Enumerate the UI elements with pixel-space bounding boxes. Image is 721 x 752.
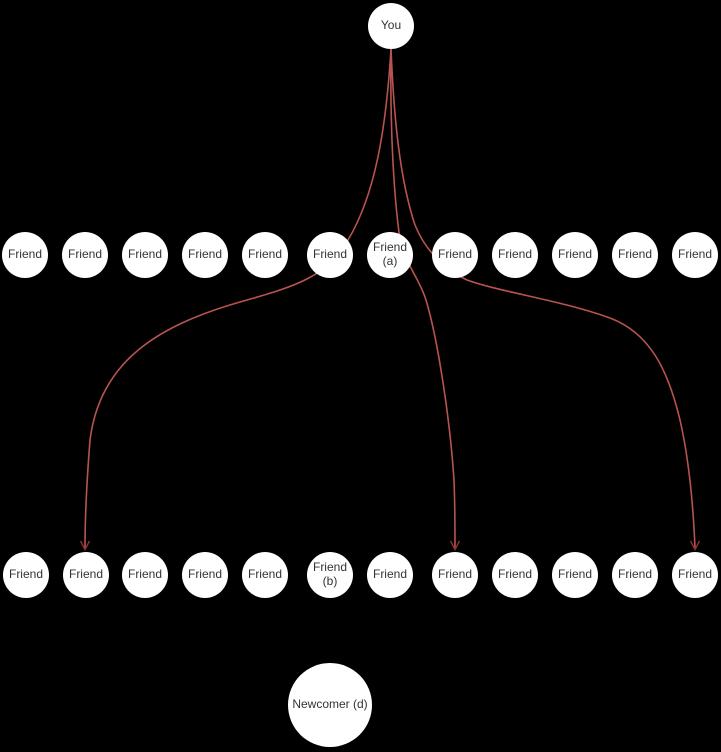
edge-you-to-bottom-friend-8 — [390, 48, 456, 549]
edge-you-to-bottom-friend-2-arrowhead — [79, 540, 91, 551]
node-friend: Friend — [492, 552, 538, 598]
edge-you-to-bottom-friend-2 — [84, 48, 392, 549]
node-friend: Friend — [242, 552, 288, 598]
node-friend-a: Friend (a) — [367, 232, 413, 278]
node-friend: Friend — [3, 552, 49, 598]
node-newcomer-d: Newcomer (d) — [288, 663, 372, 747]
node-friend: Friend — [612, 232, 658, 278]
node-friend: Friend — [62, 232, 108, 278]
node-friend: Friend — [432, 552, 478, 598]
edge-you-to-bottom-friend-12 — [390, 48, 696, 549]
node-friend: Friend — [432, 232, 478, 278]
node-friend: Friend — [63, 552, 109, 598]
edge-you-to-bottom-friend-12-arrowhead — [689, 540, 701, 551]
node-friend: Friend — [182, 232, 228, 278]
node-friend: Friend — [492, 232, 538, 278]
node-friend: Friend — [612, 552, 658, 598]
node-friend: Friend — [672, 552, 718, 598]
node-friend: Friend — [122, 232, 168, 278]
node-friend: Friend — [122, 552, 168, 598]
node-friend: Friend — [242, 232, 288, 278]
node-friend: Friend — [367, 552, 413, 598]
node-friend: Friend — [2, 232, 48, 278]
edge-you-to-bottom-friend-8-arrowhead — [449, 540, 461, 551]
node-friend: Friend — [182, 552, 228, 598]
node-friend: Friend — [552, 552, 598, 598]
node-friend: Friend — [307, 232, 353, 278]
node-you: You — [368, 3, 414, 49]
node-friend: Friend — [552, 232, 598, 278]
node-friend: Friend — [672, 232, 718, 278]
node-friend-b: Friend (b) — [307, 552, 353, 598]
